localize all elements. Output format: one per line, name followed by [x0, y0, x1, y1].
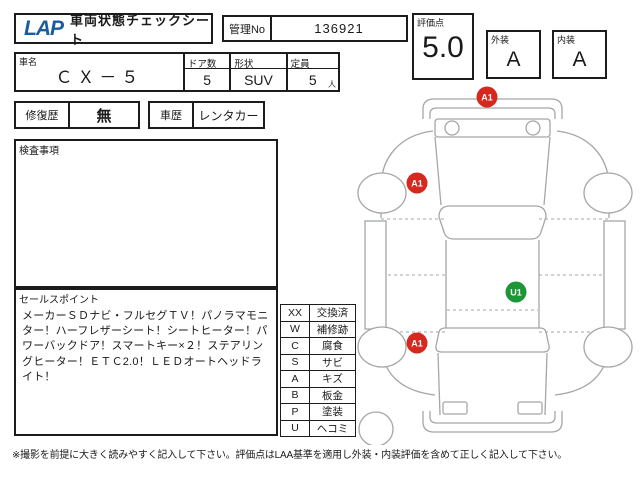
legend-code: P	[280, 403, 310, 421]
vehicle-name-cell: 車名 ＣＸ－５	[16, 54, 183, 90]
inspection-items-label: 検査事項	[19, 146, 59, 157]
manage-no-value: 136921	[314, 21, 364, 36]
shape-cell: 形状 SUV	[229, 54, 286, 90]
doors-label: ドア数	[184, 54, 230, 70]
legend-label: 補修跡	[309, 320, 356, 338]
footer-note: ※撮影を前提に大きく読みやすく記入して下さい。評価点はLAA基準を適用し外装・内…	[12, 450, 568, 461]
exterior-label: 外装	[491, 35, 510, 45]
shape-label: 形状	[231, 54, 286, 70]
legend-code: W	[280, 320, 310, 338]
repair-history-value: 無	[96, 107, 112, 125]
score-value: 5.0	[422, 31, 464, 64]
car-history-box: 車歴 レンタカー	[148, 101, 265, 129]
car-history-value: レンタカー	[198, 108, 259, 123]
interior-label: 内装	[557, 35, 576, 45]
legend-label: 塗装	[309, 403, 356, 421]
header-logo-box: LAP 車両状態チェックシート	[14, 13, 213, 47]
capacity-value: 5	[308, 71, 317, 88]
legend-label: ヘコミ	[309, 419, 356, 437]
doors-cell: ドア数 5	[182, 54, 230, 90]
legend-code: S	[280, 353, 310, 371]
car-history-label: 車歴	[150, 103, 194, 127]
interior-value: A	[572, 48, 587, 71]
damage-marker: A1	[406, 172, 428, 194]
capacity-unit: 人	[328, 80, 336, 89]
lap-logo: LAP	[24, 16, 64, 40]
sheet-title: 車両状態チェックシート	[70, 12, 211, 47]
legend-code: A	[280, 370, 310, 388]
vehicle-info-row: 車名 ＣＸ－５ ドア数 5 形状 SUV 定員 5 人	[14, 52, 340, 92]
sales-point-box: セールスポイント メーカーＳＤナビ・フルセグＴＶ！パノラマモニター！ハーフレザー…	[14, 288, 278, 436]
shape-value: SUV	[244, 71, 273, 88]
damage-marker: A1	[476, 86, 498, 108]
doors-value: 5	[203, 71, 211, 88]
legend-code: U	[280, 419, 310, 437]
damage-marker: U1	[505, 281, 527, 303]
repair-history-box: 修復歴 無	[14, 101, 140, 129]
sales-point-text: メーカーＳＤナビ・フルセグＴＶ！パノラマモニター！ハーフレザーシート！シートヒー…	[22, 310, 269, 383]
legend-label: 交換済	[309, 304, 356, 322]
inspection-items-box: 検査事項	[14, 139, 278, 288]
legend-code: C	[280, 337, 310, 355]
legend-label: 板金	[309, 386, 356, 404]
vehicle-name-value: ＣＸ－５	[55, 67, 144, 87]
sales-point-label: セールスポイント	[19, 295, 99, 306]
score-box: 評価点 5.0	[412, 13, 474, 80]
car-damage-diagram: A1 A1 U1 A1	[355, 85, 635, 445]
legend-code: B	[280, 386, 310, 404]
capacity-cell: 定員 5 人	[285, 54, 338, 90]
car-outline-drawing	[357, 98, 633, 445]
manage-no-box: 管理No 136921	[222, 15, 408, 42]
score-label: 評価点	[417, 18, 445, 28]
capacity-label: 定員	[287, 54, 338, 70]
manage-no-label: 管理No	[224, 17, 272, 40]
repair-history-label: 修復歴	[16, 103, 70, 127]
exterior-value: A	[506, 48, 521, 71]
damage-marker: A1	[406, 332, 428, 354]
legend-label: 腐食	[309, 337, 356, 355]
interior-grade-box: 内装 A	[552, 30, 607, 79]
vehicle-name-label: 車名	[19, 57, 38, 67]
exterior-grade-box: 外装 A	[486, 30, 541, 79]
legend-label: サビ	[309, 353, 356, 371]
legend-code: XX	[280, 304, 310, 322]
legend-label: キズ	[309, 370, 356, 388]
